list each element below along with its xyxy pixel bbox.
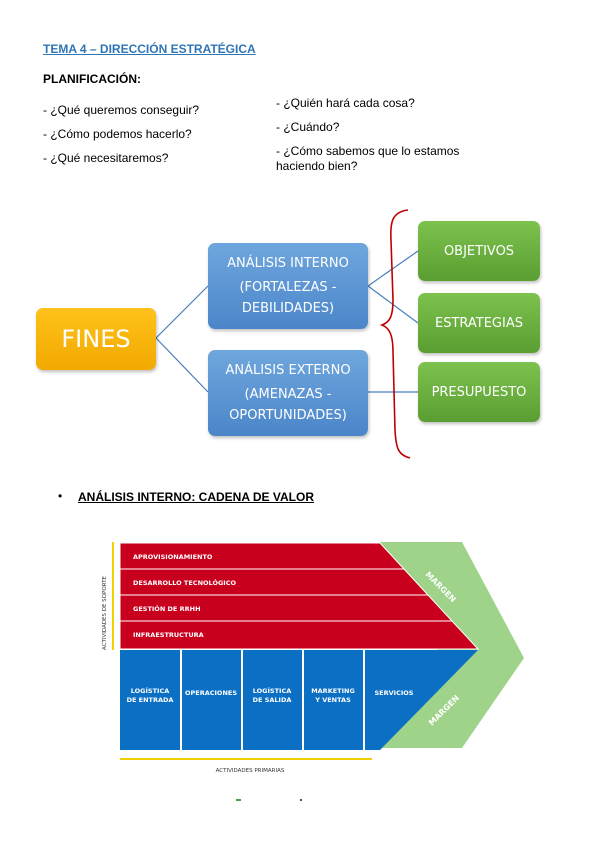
- connector-line: [367, 250, 419, 287]
- internal-analysis-detail: DEBILIDADES): [241, 301, 335, 316]
- section-heading-value-chain: ANÁLISIS INTERNO: CADENA DE VALOR: [78, 490, 315, 504]
- external-analysis-box: ANÁLISIS EXTERNO (AMENAZAS - OPORTUNIDAD…: [208, 350, 368, 436]
- support-row: [119, 620, 480, 650]
- diagram-connectors: [155, 209, 419, 459]
- document-title: TEMA 4 – DIRECCIÓN ESTRATÉGICA: [43, 42, 256, 56]
- connector-line: [155, 285, 209, 339]
- external-analysis-label: ANÁLISIS EXTERNO: [225, 363, 351, 378]
- primary-activity-label: MARKETING: [311, 687, 355, 695]
- question-item: - ¿Cómo sabemos que lo estamos: [276, 144, 460, 158]
- external-analysis-detail: OPORTUNIDADES): [229, 408, 347, 423]
- presupuesto-box: PRESUPUESTO: [418, 362, 540, 422]
- curly-brace: [379, 209, 411, 459]
- primary-activity-label: LOGÍSTICA: [253, 686, 292, 695]
- objetivos-box: OBJETIVOS: [418, 221, 540, 281]
- support-activity-label: DESARROLLO TECNOLÓGICO: [133, 578, 236, 587]
- stray-mark: [300, 799, 302, 801]
- fines-label: FINES: [61, 325, 131, 353]
- section-heading-planificacion: PLANIFICACIÓN:: [43, 72, 141, 86]
- question-item: - ¿Cuándo?: [276, 120, 340, 134]
- primary-activities-label: ACTIVIDADES PRIMARIAS: [216, 768, 285, 774]
- internal-analysis-detail: (FORTALEZAS -: [239, 280, 337, 295]
- primary-activity-label: SERVICIOS: [375, 689, 414, 697]
- question-item: - ¿Cómo podemos hacerlo?: [43, 127, 192, 141]
- internal-analysis-label: ANÁLISIS INTERNO: [227, 256, 349, 271]
- support-activities-label: ACTIVIDADES DE SOPORTE: [102, 576, 108, 650]
- objetivos-label: OBJETIVOS: [443, 243, 515, 259]
- bullet-marker: •: [58, 489, 63, 503]
- primary-activities-block: [120, 650, 478, 750]
- primary-activity-label: DE SALIDA: [253, 696, 292, 704]
- support-activity-label: APROVISIONAMIENTO: [133, 553, 213, 561]
- fines-box: FINES: [36, 308, 156, 370]
- question-item-continuation: haciendo bien?: [276, 159, 358, 173]
- estrategias-box: ESTRATEGIAS: [418, 293, 540, 353]
- stray-mark: [236, 799, 241, 801]
- primary-activity-label: Y VENTAS: [314, 696, 351, 704]
- external-analysis-detail: (AMENAZAS -: [244, 387, 332, 402]
- primary-activity-label: OPERACIONES: [185, 689, 237, 697]
- internal-analysis-box: ANÁLISIS INTERNO (FORTALEZAS - DEBILIDAD…: [208, 243, 368, 329]
- presupuesto-label: PRESUPUESTO: [431, 384, 527, 400]
- support-activity-label: GESTIÓN DE RRHH: [133, 604, 201, 613]
- support-activity-label: INFRAESTRUCTURA: [133, 631, 204, 639]
- question-item: - ¿Qué queremos conseguir?: [43, 103, 200, 117]
- primary-activity-label: LOGÍSTICA: [131, 686, 170, 695]
- estrategias-label: ESTRATEGIAS: [434, 315, 523, 331]
- question-item: - ¿Quién hará cada cosa?: [276, 96, 415, 110]
- value-chain-diagram: ACTIVIDADES DE SOPORTE APROVISIONAMIENTO…: [102, 542, 524, 774]
- question-item: - ¿Qué necesitaremos?: [43, 151, 169, 165]
- primary-activity-label: DE ENTRADA: [127, 696, 174, 704]
- connector-line: [155, 337, 209, 393]
